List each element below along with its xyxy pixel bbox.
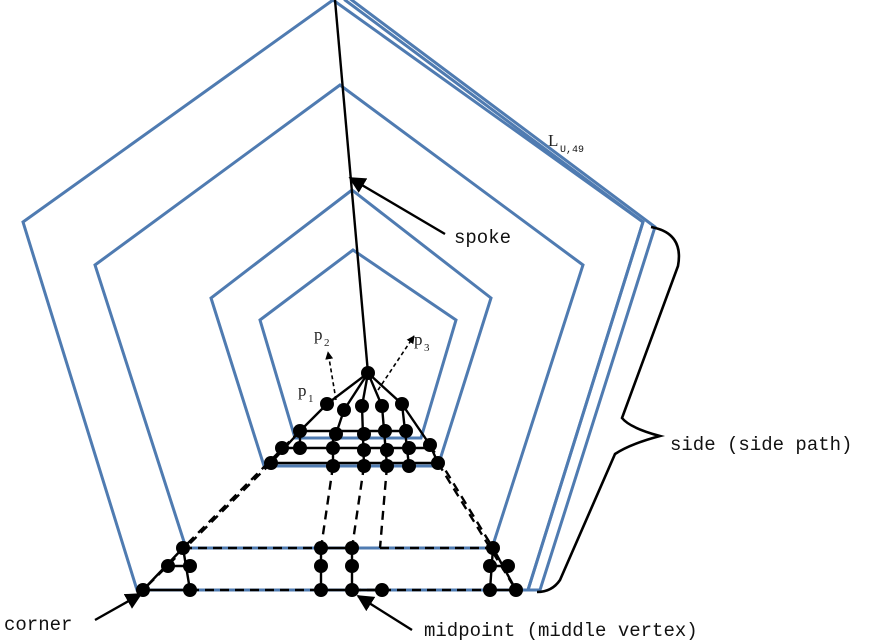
vertices <box>136 366 523 597</box>
pentagon-level-3 <box>209 188 493 468</box>
svg-text:p: p <box>298 381 307 400</box>
svg-text:3: 3 <box>424 342 430 354</box>
level-label: L U,49 <box>548 131 584 156</box>
svg-text:p: p <box>414 330 423 349</box>
vertex-p1 <box>320 397 334 411</box>
pentagon-inner <box>258 248 458 440</box>
spoke-arrow <box>348 176 446 236</box>
pentagon-outer-right <box>343 0 657 592</box>
vertex-center <box>361 366 375 380</box>
p3-label: p 3 <box>414 330 430 354</box>
side-label: side (side path) <box>670 434 852 456</box>
bottom-graph-edges <box>142 546 518 592</box>
svg-text:2: 2 <box>324 337 330 349</box>
midpoint-arrow <box>356 594 413 632</box>
level-label-main: L <box>548 131 558 150</box>
p1-label: p 1 <box>298 381 314 405</box>
pentagon-outlines <box>21 0 657 592</box>
dashed-connectors <box>142 430 518 592</box>
p2-arrow <box>325 351 337 401</box>
svg-text:p: p <box>314 325 323 344</box>
corner-label: corner <box>4 614 72 636</box>
corner-arrow <box>94 592 143 622</box>
svg-text:1: 1 <box>308 393 314 405</box>
vertex-midpoint <box>345 583 359 597</box>
pentagon-level-2 <box>93 83 585 550</box>
level-label-sub: U,49 <box>560 145 584 156</box>
p2-label: p 2 <box>314 325 330 349</box>
side-brace <box>536 225 681 594</box>
p3-arrow <box>377 335 415 391</box>
midpoint-label: midpoint (middle vertex) <box>424 620 698 642</box>
spoke-label: spoke <box>454 227 511 249</box>
